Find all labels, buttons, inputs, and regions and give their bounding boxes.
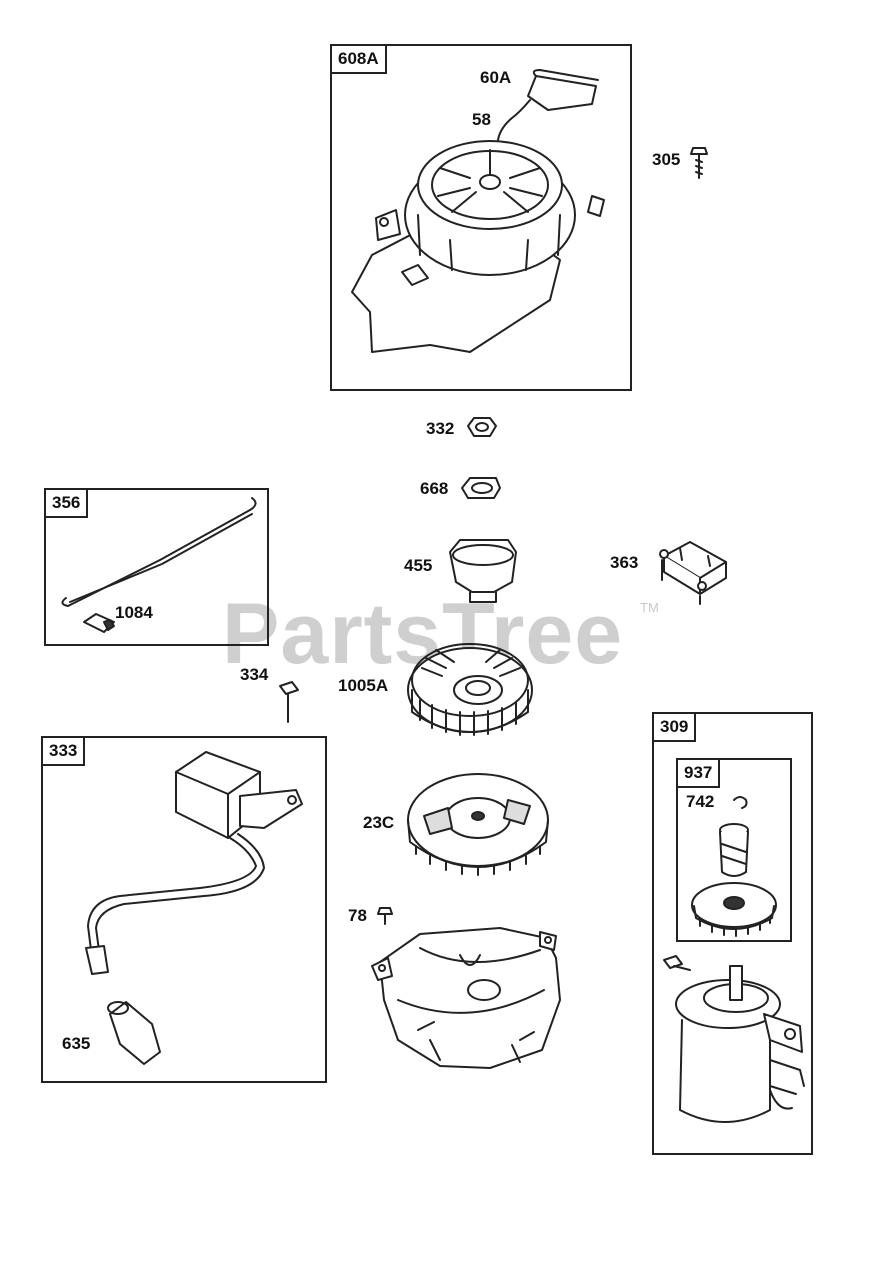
callout-635: 635	[62, 1034, 91, 1053]
callout-60A: 60A	[480, 68, 512, 87]
callout-455: 455	[404, 556, 433, 575]
callout-78: 78	[348, 906, 367, 925]
starter-motor-box: 309	[652, 712, 813, 1155]
starter-gear-kit-box-tag: 937	[676, 758, 721, 788]
callout-363: 363	[610, 553, 639, 572]
recoil-starter-box: 608A	[330, 44, 632, 391]
harness-box: 356	[44, 488, 269, 646]
callout-334: 334	[240, 665, 269, 684]
callout-23C: 23C	[363, 813, 395, 832]
ignition-box-tag: 333	[41, 736, 86, 766]
starter-gear-kit-box: 937	[676, 758, 792, 942]
callout-305: 305	[652, 150, 681, 169]
callout-668: 668	[420, 479, 449, 498]
callout-58: 58	[472, 110, 491, 129]
starter-motor-box-tag: 309	[652, 712, 697, 742]
callout-1005A: 1005A	[338, 676, 389, 695]
harness-box-tag: 356	[44, 488, 89, 518]
watermark-text: PartsTree	[222, 586, 624, 682]
ignition-box: 333	[41, 736, 327, 1083]
recoil-starter-box-tag: 608A	[330, 44, 387, 74]
callout-332: 332	[426, 419, 455, 438]
callout-742: 742	[686, 792, 715, 811]
callout-1084: 1084	[115, 603, 153, 622]
trademark-mark: TM	[640, 600, 659, 615]
